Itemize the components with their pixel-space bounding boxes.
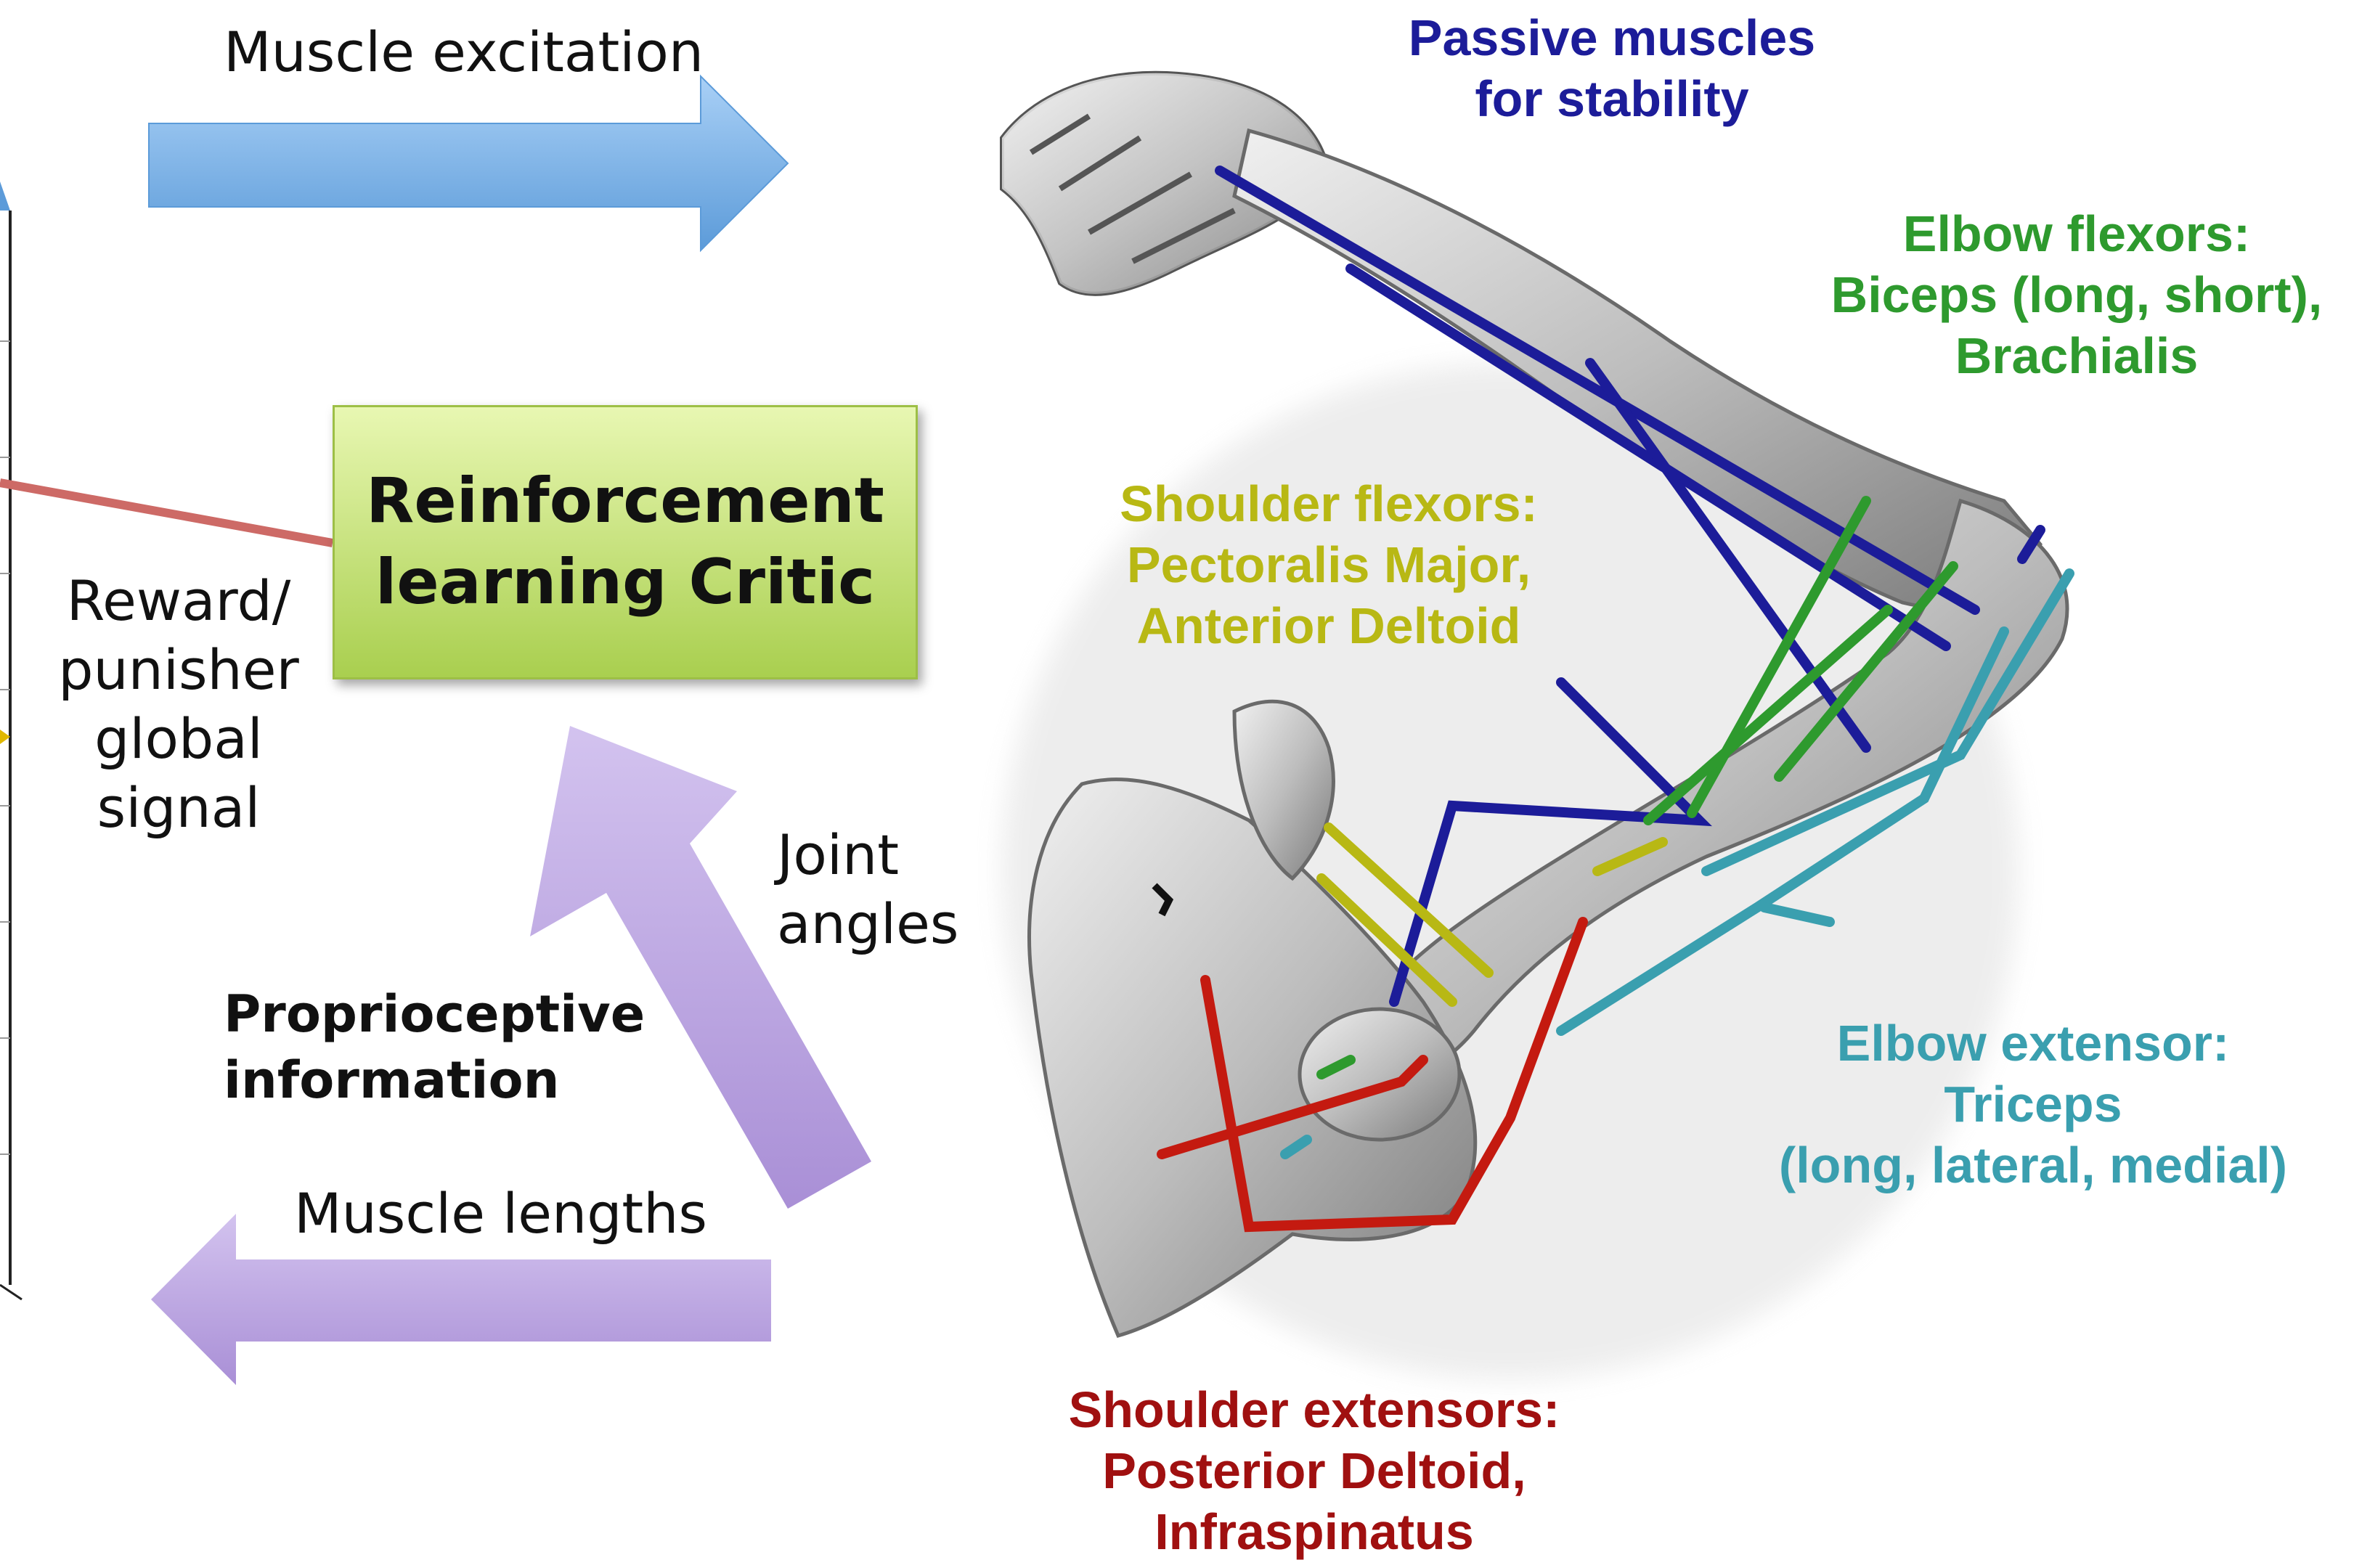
- passive-muscles-label: Passive muscles for stability: [1329, 7, 1895, 129]
- rl-critic-box: Reinforcement learning Critic: [333, 405, 918, 679]
- muscle-excitation-arrow: [149, 76, 788, 250]
- elbow-flexors-label: Elbow flexors: Biceps (long, short), Bra…: [1801, 203, 2353, 386]
- rl-critic-label: Reinforcement learning Critic: [366, 461, 884, 624]
- shoulder-flexors-label: Shoulder flexors: Pectoralis Major, Ante…: [1060, 473, 1597, 656]
- proprioceptive-label: Proprioceptive information: [224, 981, 645, 1114]
- shoulder-extensors-label: Shoulder extensors: Posterior Deltoid, I…: [995, 1379, 1634, 1562]
- joint-angles-arrow: [530, 726, 871, 1209]
- joint-angles-label: Joint angles: [777, 820, 958, 958]
- muscle-lengths-label: Muscle lengths: [294, 1182, 707, 1246]
- reward-signal-line: [0, 483, 333, 543]
- muscle-excitation-label: Muscle excitation: [224, 20, 704, 85]
- left-panel-frame: [0, 181, 22, 1299]
- elbow-extensor-label: Elbow extensor: Triceps (long, lateral, …: [1743, 1013, 2324, 1196]
- reward-signal-label: Reward/ punisher global signal: [26, 566, 331, 842]
